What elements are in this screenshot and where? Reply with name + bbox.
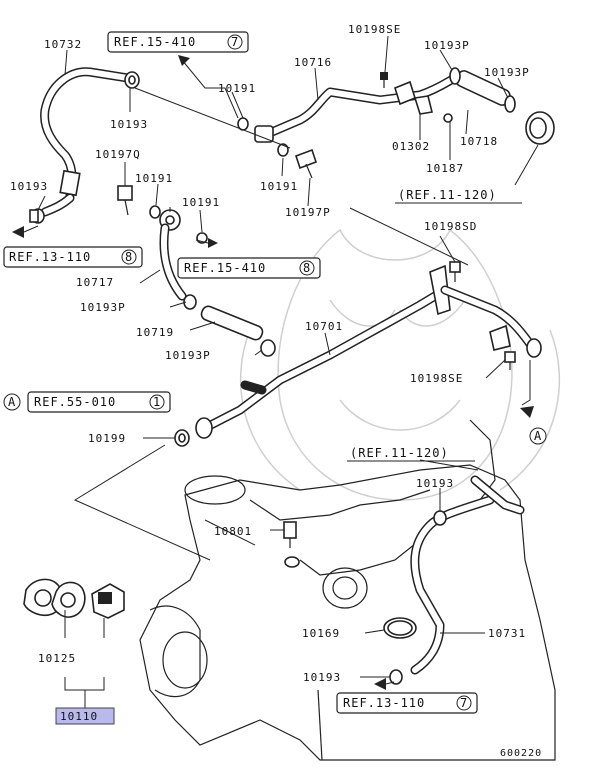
sensor-10801[interactable]	[283, 521, 300, 568]
label-01302: 01302	[392, 140, 430, 153]
label-10801: 10801	[214, 525, 252, 538]
connector-a-right-text: A	[534, 429, 542, 443]
label-10197Q: 10197Q	[95, 148, 141, 161]
arrow-icon-ref-15-410-mid	[195, 238, 218, 248]
ref-text-15-410-top: REF.15-410	[114, 35, 196, 49]
clamp-10193P-mid2[interactable]	[260, 339, 276, 357]
leader-lines	[37, 35, 539, 708]
ref-num-15-410-mid: 8	[303, 261, 311, 275]
pipe-10717[interactable]	[159, 209, 187, 301]
arrow-icon-ref-13-110-bottom	[374, 678, 395, 690]
bracket-01302[interactable]	[413, 95, 433, 115]
label-10732: 10732	[44, 38, 82, 51]
connector-a-left[interactable]: A	[3, 393, 21, 411]
ref-box-13-110-left[interactable]: REF.13-110 8	[3, 246, 143, 268]
ref-box-55-010[interactable]: REF.55-010 1	[27, 391, 171, 413]
label-10193-a: 10193	[110, 118, 148, 131]
watermark-emblem	[239, 228, 561, 501]
label-10198SE-top: 10198SE	[348, 23, 401, 36]
engine-block	[139, 419, 556, 761]
ref-text-11-120-mid: (REF.11-120)	[350, 446, 449, 460]
label-10193P-top1: 10193P	[424, 39, 470, 52]
label-10193-bottom: 10193	[303, 671, 341, 684]
o-ring-10199[interactable]	[174, 429, 190, 447]
bolt-10197P[interactable]	[294, 148, 318, 179]
ref-11-120-mid[interactable]: (REF.11-120)	[347, 446, 475, 462]
arrow-icon-connector-a-right	[520, 360, 534, 418]
gasket-10191-b[interactable]	[277, 143, 289, 157]
label-10718: 10718	[460, 135, 498, 148]
outlet-flange-ref-11-120[interactable]	[525, 111, 555, 145]
label-10716: 10716	[294, 56, 332, 69]
housing-cap[interactable]	[51, 581, 86, 618]
label-10719: 10719	[136, 326, 174, 339]
label-10193P-top2: 10193P	[484, 66, 530, 79]
ref-text-13-110-left: REF.13-110	[9, 250, 91, 264]
label-10199: 10199	[88, 432, 126, 445]
pipe-10716[interactable]	[254, 73, 460, 143]
hose-10731[interactable]	[410, 475, 525, 675]
label-10731: 10731	[488, 627, 526, 640]
clamp-10169[interactable]	[383, 617, 417, 639]
bolt-10198SD[interactable]	[449, 261, 461, 282]
label-10193P-mid2: 10193P	[165, 349, 211, 362]
arrow-icon-ref-13-110-left	[12, 225, 39, 238]
label-10717: 10717	[76, 276, 114, 289]
ref-text-15-410-mid: REF.15-410	[184, 261, 266, 275]
label-10701: 10701	[305, 320, 343, 333]
clamp-10193-bottom[interactable]	[389, 669, 403, 685]
clamp-10193-right[interactable]	[433, 510, 447, 526]
ref-text-55-010: REF.55-010	[34, 395, 116, 409]
label-10169: 10169	[302, 627, 340, 640]
label-10197P: 10197P	[285, 206, 331, 219]
label-10191-c: 10191	[260, 180, 298, 193]
connector-a-left-text: A	[8, 395, 16, 409]
label-10191-d: 10191	[182, 196, 220, 209]
bolt-10197Q[interactable]	[117, 185, 133, 216]
ref-num-55-010: 1	[153, 395, 161, 409]
ref-text-13-110-bottom: REF.13-110	[343, 696, 425, 710]
plug-10187[interactable]	[443, 113, 453, 123]
connector-a-right[interactable]: A	[529, 427, 547, 445]
thermostat-unit[interactable]	[91, 583, 125, 619]
clamp-10193P-mid1[interactable]	[183, 294, 197, 310]
label-10125: 10125	[38, 652, 76, 665]
label-10187: 10187	[426, 162, 464, 175]
ref-num-15-410-top: 7	[231, 35, 239, 49]
label-10193-right: 10193	[416, 477, 454, 490]
bolt-10198SE-top[interactable]	[380, 72, 388, 88]
label-10198SD: 10198SD	[424, 220, 477, 233]
hose-10732[interactable]	[40, 67, 133, 217]
diagram-code: 600220	[500, 748, 542, 759]
hose-10719[interactable]	[200, 305, 265, 342]
ref-num-13-110-bottom: 7	[460, 696, 468, 710]
bolt-10198SE-mid[interactable]	[504, 351, 516, 370]
clamp-10193-top[interactable]	[124, 71, 140, 89]
gasket-10191-c[interactable]	[149, 205, 161, 219]
label-10193P-mid1: 10193P	[80, 301, 126, 314]
ref-box-15-410-mid[interactable]: REF.15-410 8	[177, 257, 321, 279]
label-10191-b: 10191	[135, 172, 173, 185]
ref-text-11-120-top: (REF.11-120)	[398, 188, 497, 202]
arrow-icon-ref-15-410-top	[178, 55, 239, 119]
part-10110-highlight[interactable]: 10110	[55, 707, 115, 725]
pipe-10701[interactable]	[195, 264, 542, 439]
hose-10718[interactable]	[449, 67, 516, 113]
ref-11-120-top[interactable]: (REF.11-120)	[395, 188, 522, 204]
clamp-10193-left[interactable]	[29, 208, 45, 224]
label-10198SE-mid: 10198SE	[410, 372, 463, 385]
label-10191-a: 10191	[218, 82, 256, 95]
label-10110: 10110	[60, 710, 98, 723]
ref-num-13-110-left: 8	[125, 250, 133, 264]
ref-box-15-410-top[interactable]: REF.15-410 7	[107, 31, 249, 53]
ref-box-13-110-bottom[interactable]: REF.13-110 7	[336, 692, 478, 714]
label-10193-left: 10193	[10, 180, 48, 193]
